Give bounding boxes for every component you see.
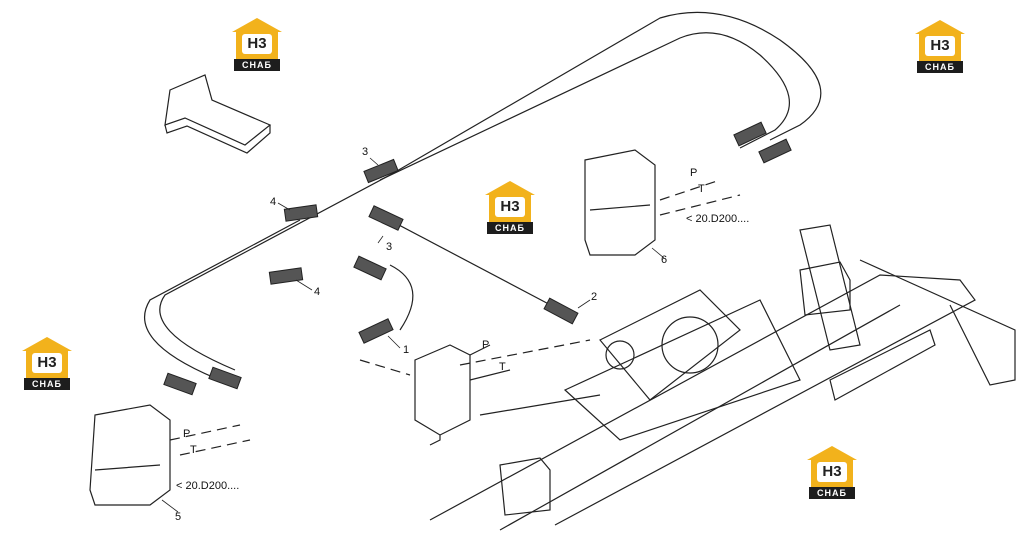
direction-arrow <box>164 74 272 146</box>
hose-4-upper <box>283 204 319 222</box>
label-valve-5: 5 <box>175 511 182 523</box>
logo-plate: СНАБ <box>917 61 963 73</box>
logo-roof <box>807 446 857 460</box>
label-port-p-center: P <box>482 339 490 351</box>
reference-right: < 20.D200.... <box>686 213 750 225</box>
label-hose-2: 2 <box>591 291 598 303</box>
label-port-t-left: T <box>190 444 197 456</box>
hose-3-lower <box>368 205 404 231</box>
label-valve-6: 6 <box>661 254 668 266</box>
logo-mark: H3 <box>32 353 62 373</box>
logo-roof <box>485 181 535 195</box>
valve-5-body <box>89 404 171 506</box>
logo-roof <box>232 18 282 32</box>
logo-mark: H3 <box>817 462 847 482</box>
valve-block-center <box>414 344 471 446</box>
hose-left-b <box>208 366 242 390</box>
watermark-logo-4: H3 СНАБ <box>18 337 76 393</box>
label-fitting-3-upper: 3 <box>362 146 369 158</box>
logo-plate: СНАБ <box>234 59 280 71</box>
pipe-hose-2 <box>379 214 561 311</box>
pipe-loop-inner <box>144 32 790 379</box>
label-hose-4-upper: 4 <box>270 196 277 208</box>
hose-2 <box>543 297 579 325</box>
label-fitting-3-lower: 3 <box>386 241 393 253</box>
hose-right-a <box>733 121 767 147</box>
valve-6-body <box>584 149 656 256</box>
logo-plate: СНАБ <box>809 487 855 499</box>
logo-plate: СНАБ <box>24 378 70 390</box>
logo-plate: СНАБ <box>487 222 533 234</box>
label-port-p-right: P <box>690 167 698 179</box>
reference-left: < 20.D200.... <box>176 480 240 492</box>
frame-rails <box>429 224 976 531</box>
watermark-logo-3: H3 СНАБ <box>481 181 539 237</box>
hose-right-b <box>758 138 792 164</box>
label-port-p-left: P <box>183 428 191 440</box>
logo-roof <box>915 20 965 34</box>
label-port-t-right: T <box>698 183 705 195</box>
label-hose-1: 1 <box>403 344 410 356</box>
pipe-loop-outer <box>159 11 822 371</box>
watermark-logo-2: H3 СНАБ <box>911 20 969 76</box>
logo-mark: H3 <box>242 34 272 54</box>
watermark-logo-5: H3 СНАБ <box>803 446 861 502</box>
label-port-t-center: T <box>499 361 506 373</box>
label-hose-4-lower: 4 <box>314 286 321 298</box>
logo-mark: H3 <box>925 36 955 56</box>
hose-3-upper <box>363 158 399 184</box>
hose-4-lower <box>268 267 304 285</box>
logo-roof <box>22 337 72 351</box>
logo-mark: H3 <box>495 197 525 217</box>
hose-left-a <box>163 372 197 396</box>
hose-1 <box>358 318 394 344</box>
watermark-logo-1: H3 СНАБ <box>228 18 286 74</box>
hose-4-right <box>353 255 387 281</box>
